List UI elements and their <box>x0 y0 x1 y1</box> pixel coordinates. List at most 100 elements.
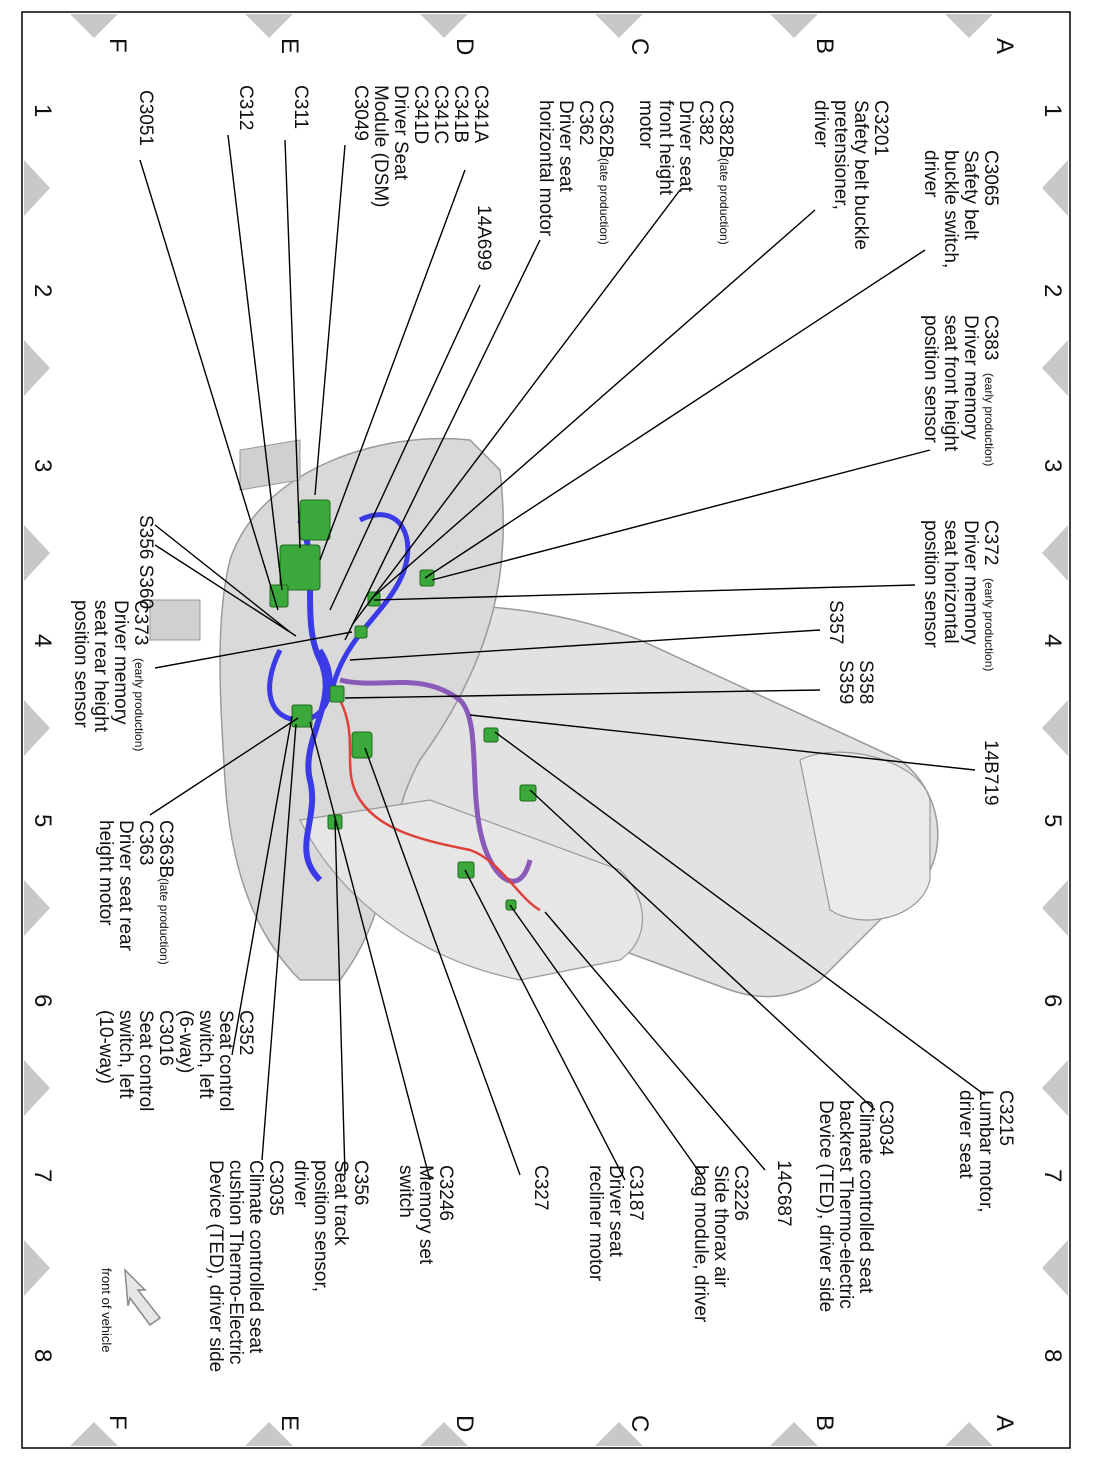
label-c3051-line: C3051 <box>135 90 156 146</box>
grid-number-left: 6 <box>29 994 56 1007</box>
label-s358-line: S358 <box>855 660 876 704</box>
margin-triangle-top <box>245 14 293 38</box>
label-c3035-line: Device (TED), driver side <box>205 1160 226 1372</box>
label-c373: C373(early production)Driver memoryseat … <box>70 600 151 751</box>
front-of-vehicle-label: front of vehicle <box>99 1268 114 1353</box>
label-c3226-line: C3226 <box>730 1165 751 1221</box>
margin-triangle-right <box>1042 700 1068 756</box>
margin-triangle-left <box>24 700 50 756</box>
purple-harness <box>339 677 533 884</box>
connector-c312 <box>269 584 289 608</box>
label-c312: C312 <box>235 85 256 130</box>
grid-letter-bottom: F <box>104 1415 131 1430</box>
leader-s357 <box>349 629 821 661</box>
label-c352-line: switch, left <box>195 1010 216 1099</box>
label-c363-line: C363B <box>155 820 176 878</box>
margin-triangles <box>24 14 1068 1446</box>
label-c341-line: Driver Seat <box>390 85 411 181</box>
label-c372-line: seat horizontal <box>940 520 961 644</box>
margin-triangle-top <box>70 14 118 38</box>
label-c3187-line: Driver seat <box>605 1165 626 1258</box>
label-c3187-line: recliner motor <box>585 1165 606 1282</box>
label-c356-line: position sensor, <box>310 1160 331 1292</box>
grid-number-left: 3 <box>29 459 56 472</box>
grid-number-left: 2 <box>29 284 56 297</box>
grid-number-right: 8 <box>1039 1349 1066 1362</box>
label-c3035-line: cushion Thermo-Electric <box>225 1160 246 1365</box>
grid-letter-top: B <box>811 38 838 54</box>
label-c352-line: switch, left <box>115 1010 136 1099</box>
label-c362-line: (late production) <box>597 158 611 245</box>
margin-triangle-right <box>1042 525 1068 581</box>
grid-letter-bottom: B <box>811 1415 838 1431</box>
label-c362-line: C362 <box>575 100 596 145</box>
label-c312-line: C312 <box>235 85 256 130</box>
margin-triangle-left <box>24 1240 50 1296</box>
label-c383-line: C383 <box>980 315 1001 360</box>
label-14b719-line: 14B719 <box>980 740 1001 806</box>
label-c3065-line: driver <box>920 150 941 198</box>
label-c372-line: (early production) <box>982 578 996 671</box>
label-c3065-line: buckle switch, <box>940 150 961 268</box>
margin-triangle-left <box>24 525 50 581</box>
connector-c3215 <box>483 727 499 743</box>
label-s356: S356 S360 <box>135 515 156 609</box>
label-14a699: 14A699 <box>473 205 494 271</box>
label-c383-line: Driver memory <box>960 315 981 440</box>
label-c352-line: Seat control <box>215 1010 236 1111</box>
grid-number-left: 7 <box>29 1169 56 1182</box>
connector-s358 <box>329 685 345 703</box>
arrow-icon <box>124 1268 162 1327</box>
label-c383-line: position sensor <box>920 315 941 443</box>
label-c3065-line: C3065 <box>980 150 1001 206</box>
grid-letter-top: D <box>451 38 478 55</box>
leader-lines <box>139 134 986 1181</box>
label-c3201-line: C3201 <box>870 100 891 156</box>
label-c3246-line: C3246 <box>435 1165 456 1221</box>
label-c3034-line: Device (TED), driver side <box>815 1100 836 1312</box>
label-c3226-line: Side thorax air <box>710 1165 731 1288</box>
margin-triangle-bottom <box>595 1422 643 1446</box>
label-c352-line: (6-way) <box>175 1010 196 1073</box>
label-s356-line: S356 S360 <box>135 515 156 609</box>
label-c382-line: C382 <box>695 100 716 145</box>
label-c373-line: Driver memory <box>110 600 131 725</box>
grid-letter-bottom: A <box>991 1415 1018 1431</box>
label-c373-line: position sensor <box>70 600 91 728</box>
label-c382-line: motor <box>635 100 656 149</box>
grid-number-left: 8 <box>29 1349 56 1362</box>
label-c311-line: C311 <box>290 85 311 129</box>
red-harness <box>338 699 541 912</box>
leader-c3051 <box>139 159 279 611</box>
label-c383-line: (early production) <box>982 373 996 466</box>
label-c3215-line: Lumbar motor, <box>975 1090 996 1213</box>
grid-number-right: 7 <box>1039 1169 1066 1182</box>
leader-c3049 <box>314 144 346 496</box>
label-c3035-line: C3035 <box>265 1160 286 1216</box>
grid-letter-top: F <box>104 38 131 53</box>
seat-illustration <box>149 437 939 998</box>
leader-c3065 <box>424 249 926 579</box>
label-c341-line: Module (DSM) <box>370 85 391 207</box>
label-c3034-line: Climate controlled seat <box>855 1100 876 1294</box>
grid-letter-bottom: D <box>451 1415 478 1432</box>
margin-triangle-right <box>1042 160 1068 216</box>
leader-c383 <box>431 449 931 581</box>
label-c362-line: Driver seat <box>555 100 576 193</box>
label-c362-line: horizontal motor <box>535 100 556 237</box>
label-c3246-line: switch <box>395 1165 416 1218</box>
grid-number-left: 5 <box>29 814 56 827</box>
label-c356-line: Seat track <box>330 1160 351 1246</box>
leader-c3187 <box>464 869 626 1181</box>
label-c3215-line: driver seat <box>955 1090 976 1179</box>
margin-triangle-bottom <box>770 1422 818 1446</box>
leader-c372 <box>373 584 916 601</box>
